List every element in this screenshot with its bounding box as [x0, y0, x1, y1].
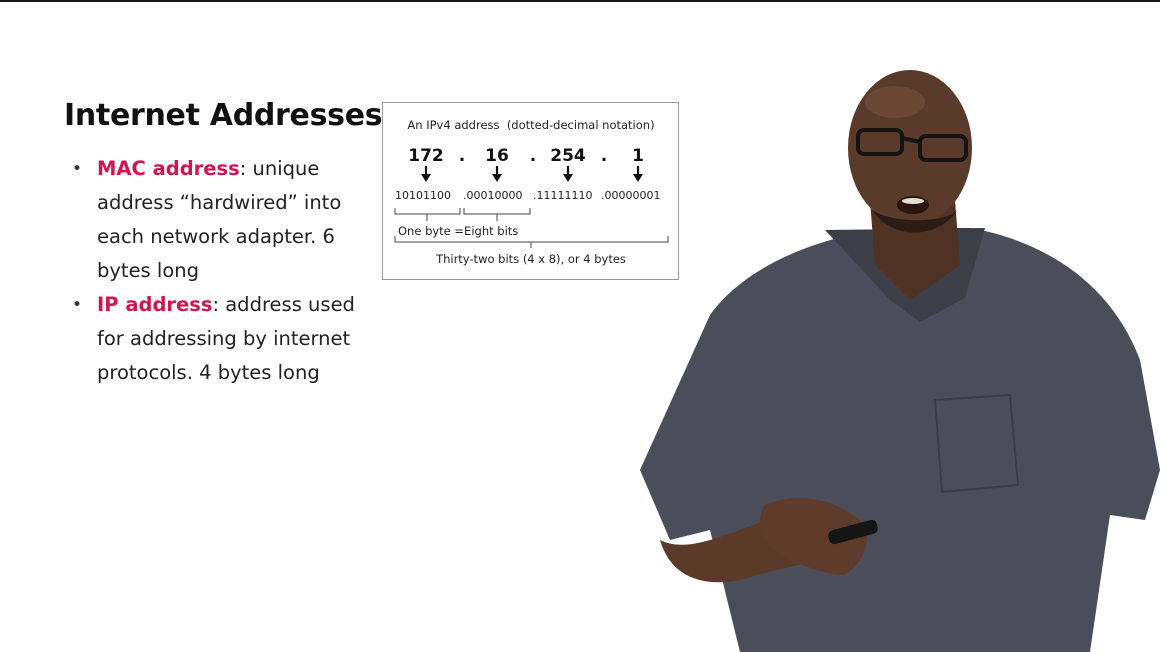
down-arrow-icon: [421, 166, 431, 182]
octet-dot: .: [459, 146, 465, 166]
octet-3: 254: [550, 146, 586, 166]
presenter-teeth: [902, 198, 924, 204]
down-arrow-icon: [563, 166, 573, 182]
octet-dot: .: [601, 146, 607, 166]
ipv4-diagram: An IPv4 address (dotted-decimal notation…: [382, 102, 679, 280]
total-bits-label: Thirty-two bits (4 x 8), or 4 bytes: [435, 252, 626, 266]
presenter-hand: [760, 497, 867, 575]
byte-label: One byte =Eight bits: [398, 224, 518, 238]
diagram-header: An IPv4 address (dotted-decimal notation…: [407, 118, 654, 132]
binary-octet-1: 10101100: [395, 189, 451, 202]
binary-octet-3: .11111110: [533, 189, 593, 202]
top-border: [0, 0, 1160, 2]
bullet-text: : unique address “hardwired” into each n…: [97, 157, 342, 282]
bullet-list: MAC address: unique address “hardwired” …: [72, 152, 372, 390]
bullet-term: IP address: [97, 293, 213, 316]
down-arrow-icon: [633, 166, 643, 182]
bullet-text: : address used for addressing by interne…: [97, 293, 355, 384]
total-bracket: [394, 236, 669, 248]
octet-1: 172: [408, 146, 444, 166]
bullet-mac-address: MAC address: unique address “hardwired” …: [72, 152, 372, 288]
octet-dot: .: [530, 146, 536, 166]
octet-2: 16: [485, 146, 509, 166]
remote-control-icon: [828, 519, 878, 545]
bullet-term: MAC address: [97, 157, 240, 180]
byte-bracket: [463, 208, 531, 221]
octet-4: 1: [632, 146, 644, 166]
byte-bracket: [394, 208, 461, 221]
presenter-video: [640, 70, 1160, 652]
down-arrow-icon: [492, 166, 502, 182]
presenter-head-shine: [865, 86, 925, 118]
presenter-beard: [872, 210, 958, 233]
binary-octet-2: .00010000: [463, 189, 523, 202]
bullet-ip-address: IP address: address used for addressing …: [72, 288, 372, 390]
slide-title: Internet Addresses: [64, 98, 383, 133]
presenter-shirt-pocket: [933, 393, 1020, 494]
glasses-icon: [856, 128, 968, 162]
binary-octet-4: .00000001: [601, 189, 661, 202]
